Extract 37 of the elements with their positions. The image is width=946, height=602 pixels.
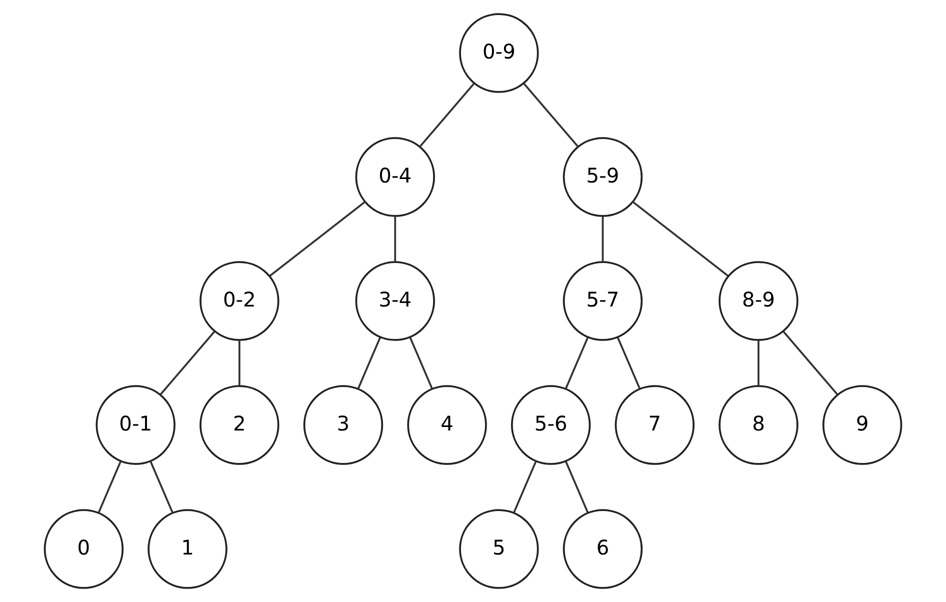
connector <box>238 340 240 386</box>
connector <box>409 337 433 389</box>
connector <box>616 337 641 389</box>
node-circle: 0-1 <box>96 385 176 465</box>
connector <box>782 331 838 396</box>
node-circle: 9 <box>822 385 902 465</box>
node-circle: 4 <box>407 385 487 465</box>
connector <box>523 83 579 148</box>
node-circle: 0-4 <box>355 137 435 217</box>
connector <box>98 461 122 513</box>
connector <box>513 461 537 513</box>
connector <box>419 83 475 148</box>
connector <box>160 331 215 396</box>
node-circle: 5-9 <box>562 137 643 217</box>
node-circle: 2 <box>200 385 280 465</box>
connector <box>602 216 604 262</box>
node-circle: 0 <box>44 509 124 589</box>
node-circle: 3 <box>303 385 384 465</box>
connector <box>269 201 366 277</box>
connector <box>632 201 729 277</box>
connector <box>357 337 381 389</box>
node-circle: 8 <box>718 385 798 465</box>
node-circle: 5-7 <box>562 261 643 341</box>
connector <box>565 461 589 513</box>
connector <box>150 461 174 513</box>
node-circle: 6 <box>562 509 643 589</box>
node-circle: 5-6 <box>511 385 591 465</box>
node-circle: 0-9 <box>459 13 539 93</box>
node-circle: 3-4 <box>355 261 435 341</box>
node-circle: 5 <box>459 509 539 589</box>
node-circle: 0-2 <box>200 261 280 341</box>
connector <box>758 340 760 386</box>
node-circle: 1 <box>148 509 228 589</box>
node-circle: 7 <box>614 385 695 465</box>
connector <box>394 216 396 262</box>
connector <box>564 337 589 389</box>
node-circle: 8-9 <box>718 261 798 341</box>
